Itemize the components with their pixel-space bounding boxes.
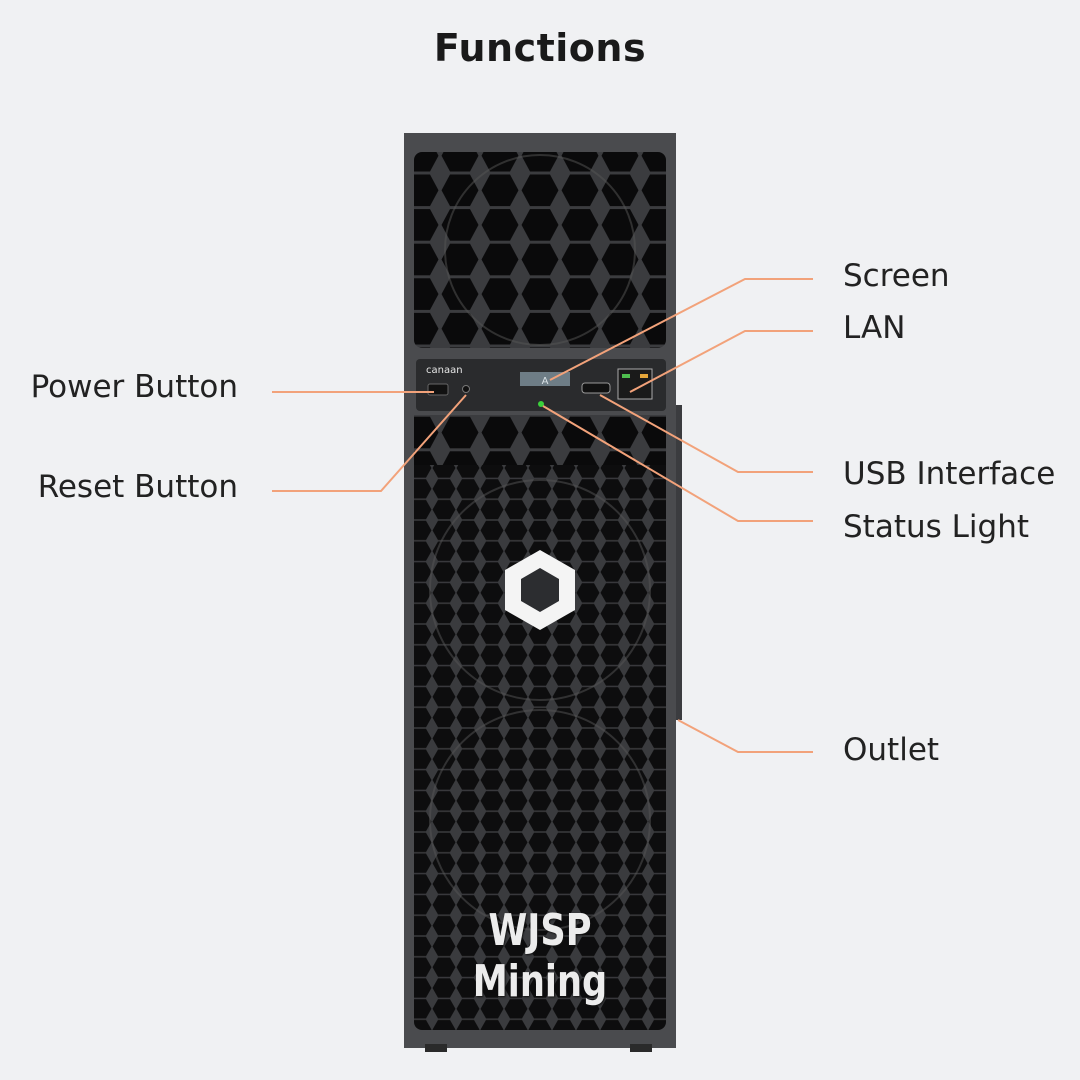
reset-button[interactable] <box>462 385 470 393</box>
screen-text: A <box>542 376 549 387</box>
callout-reset-button: Reset Button <box>37 469 238 505</box>
page-title: Functions <box>433 26 647 70</box>
status-leader <box>542 405 813 522</box>
watermark: WJSP Mining <box>472 905 608 1007</box>
power-button[interactable] <box>427 383 449 396</box>
tower-foot <box>425 1044 447 1052</box>
status-light <box>538 401 544 407</box>
callout-outlet: Outlet <box>843 732 940 768</box>
outlet-leader <box>677 719 813 753</box>
callout-usb-interface: USB Interface <box>843 456 1056 492</box>
reset-leader <box>272 394 467 492</box>
callout-power-button: Power Button <box>30 369 238 405</box>
callout-status-light: Status Light <box>843 509 1029 545</box>
callout-lan: LAN <box>843 310 906 346</box>
brand-logo: canaan <box>426 365 463 376</box>
usb-leader <box>599 394 813 473</box>
tower-foot <box>630 1044 652 1052</box>
callout-screen: Screen <box>843 258 950 294</box>
lan-leader <box>629 330 813 393</box>
screen-leader <box>549 278 813 381</box>
usb-port[interactable] <box>581 382 611 394</box>
